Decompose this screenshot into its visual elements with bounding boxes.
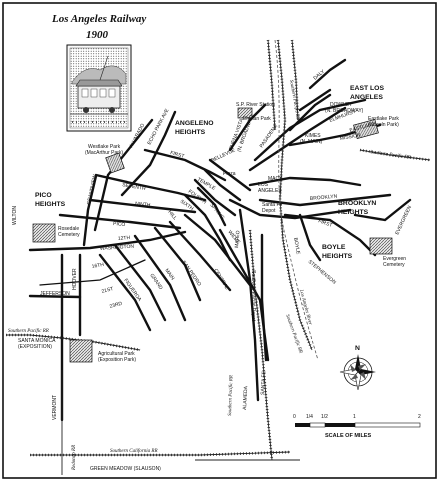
los-angeles-river xyxy=(274,39,319,361)
compass-rose: N xyxy=(339,345,376,391)
label-evergreen-1: Evergreen xyxy=(383,256,406,262)
label-eastlake-1: Eastlake Park xyxy=(368,116,399,122)
label-santa-fe-depot-2: Depot xyxy=(262,208,276,214)
label-southern-california-rr: Southern California RR xyxy=(110,449,158,454)
street-stephenson: STEPHENSON xyxy=(307,259,338,286)
district-labels: EAST LOS ANGELES ANGELENO HEIGHTS PICO H… xyxy=(35,85,384,260)
street-brooklyn: BROOKLYN xyxy=(310,194,338,202)
district-angeleno-1: ANGELENO xyxy=(175,120,214,127)
label-santa-monica-2: (EXPOSITION) xyxy=(18,344,52,350)
street-washington: WASHINGTON xyxy=(100,244,135,252)
scale-tick-3: 1 xyxy=(353,414,356,420)
street-hill: HILL xyxy=(166,209,178,221)
district-east-la-1: EAST LOS xyxy=(350,85,384,92)
compass-n: N xyxy=(355,345,360,352)
place-labels: Westlake Park (MacArthur Park) Rosedale … xyxy=(18,102,406,363)
district-pico-1: PICO xyxy=(35,192,52,199)
label-sp-depot: Southern Pacific Depot xyxy=(250,270,256,322)
street-first-w: FIRST xyxy=(169,150,185,160)
street-kimes-2: (N. MAIN) xyxy=(300,139,323,145)
street-first-e: FIRST xyxy=(317,218,333,229)
label-rosedale-2: Cemetery xyxy=(58,232,80,238)
district-east-la-2: ANGELES xyxy=(350,94,383,101)
street-mission: MISSION xyxy=(339,132,361,142)
label-green-meadow: GREEN MEADOW (SLAUSON) xyxy=(90,466,161,472)
label-sp-rr-left: Southern Pacific RR xyxy=(8,329,49,334)
street-san-pedro: SAN PEDRO xyxy=(180,260,202,288)
district-la-1: LOS xyxy=(258,182,269,188)
street-macy: MACY xyxy=(268,176,283,182)
label-eastlake-2: (Lincoln Park) xyxy=(368,122,399,128)
label-plaza: Plaza xyxy=(223,171,236,177)
street-downey-1: DOWNEY xyxy=(330,102,353,108)
elysian-park xyxy=(237,107,253,119)
westlake-park xyxy=(105,152,125,174)
label-westlake-1: Westlake Park xyxy=(88,144,121,150)
street-central: CENTRAL xyxy=(212,268,230,291)
street-pasadena: PASADENA xyxy=(259,123,280,149)
label-elysian-park: Elysian Park xyxy=(243,116,271,122)
map-year: 1900 xyxy=(86,29,109,41)
street-jefferson: JEFFERSON xyxy=(40,291,70,297)
label-sp-rr-right: Southern Pacific RR xyxy=(370,150,411,161)
street-23rd: 23RD xyxy=(109,301,123,310)
street-downey-2: (N. BROADWAY) xyxy=(325,108,364,114)
scale-tick-4: 2 xyxy=(418,414,421,420)
scale-bar: 0 1/4 1/2 1 2 SCALE OF MILES xyxy=(293,414,421,439)
eastlake-park xyxy=(353,118,379,140)
scale-tick-1: 1/4 xyxy=(306,414,313,420)
district-brooklyn-2: HEIGHTS xyxy=(338,209,369,216)
rosedale-cemetery xyxy=(32,223,56,243)
scale-label: SCALE OF MILES xyxy=(325,433,371,439)
street-vermont: VERMONT xyxy=(52,395,58,420)
street-echo-park: ECHO PARK AVE xyxy=(146,107,170,146)
street-seventh: SEVENTH xyxy=(122,182,147,192)
label-santa-fe-depot-1: Santa Fe xyxy=(262,202,283,208)
street-mateo: MATEO xyxy=(234,230,242,248)
street-boyle: BOYLE xyxy=(292,237,301,255)
district-angeleno-2: HEIGHTS xyxy=(175,129,206,136)
district-la-2: ANGELES xyxy=(258,188,282,194)
label-sp-rr-bottom: Southern Pacific RR xyxy=(228,375,234,416)
label-sp-river-station: S.P. River Station xyxy=(236,102,275,108)
street-santa-fe: SANTA FE xyxy=(260,370,267,395)
label-westlake-2: (MacArthur Park) xyxy=(85,150,123,156)
streetcar-vignette xyxy=(66,44,132,132)
agricultural-park xyxy=(69,339,93,363)
street-network xyxy=(28,58,412,422)
street-bellevue: BELLEVUE xyxy=(210,147,237,164)
district-pico-2: HEIGHTS xyxy=(35,201,66,208)
label-rosedale-1: Rosedale xyxy=(58,226,79,232)
street-grand: GRAND xyxy=(148,273,163,292)
evergreen-cemetery xyxy=(369,237,393,255)
railroad-lines xyxy=(6,39,431,475)
label-evergreen-2: Cemetery xyxy=(383,262,405,268)
label-santa-monica-1: SANTA MONICA xyxy=(18,338,56,344)
street-figueroa: FIGUEROA xyxy=(122,278,142,303)
street-pico: PICO xyxy=(113,221,126,228)
scale-tick-0: 0 xyxy=(293,414,296,420)
district-brooklyn-1: BROOKLYN xyxy=(338,200,376,207)
label-agricultural-park-2: (Exposition Park) xyxy=(98,357,136,363)
district-boyle-2: HEIGHTS xyxy=(322,253,353,260)
street-wilton: WILTON xyxy=(12,206,18,225)
street-16th: 16TH xyxy=(91,262,104,270)
label-agricultural-park-1: Agricultural Park xyxy=(98,351,135,357)
street-12th: 12TH xyxy=(118,235,131,242)
street-ninth: NINTH xyxy=(135,201,151,209)
street-kimes-1: KIMES xyxy=(305,133,321,139)
district-boyle-1: BOYLE xyxy=(322,244,346,251)
scale-tick-2: 1/2 xyxy=(321,414,328,420)
street-alameda: ALAMEDA xyxy=(242,385,249,410)
label-redondo-rr: Redondo RR xyxy=(72,445,77,471)
street-21st: 21ST xyxy=(101,286,114,295)
street-hoover: HOOVER xyxy=(72,268,78,290)
map-title: Los Angeles Railway xyxy=(51,13,146,25)
